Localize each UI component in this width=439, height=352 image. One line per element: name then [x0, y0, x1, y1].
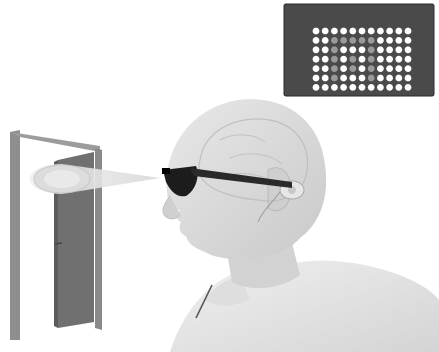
phosphene-dot [359, 37, 366, 44]
glasses-camera [162, 168, 170, 174]
phosphene-dot [349, 84, 356, 91]
phosphene-panel [284, 4, 434, 96]
phosphene-dot [340, 46, 347, 53]
phosphene-dot [386, 28, 393, 35]
phosphene-dot [349, 65, 356, 72]
phosphene-dot [359, 56, 366, 63]
phosphene-dot [395, 84, 402, 91]
door-frame [10, 130, 20, 340]
phosphene-dot [395, 65, 402, 72]
phosphene-dot [322, 28, 329, 35]
phosphene-dot [313, 46, 320, 53]
phosphene-dot [405, 46, 412, 53]
phosphene-dot [395, 75, 402, 82]
phosphene-dot [313, 56, 320, 63]
phosphene-dot [349, 75, 356, 82]
phosphene-dot [405, 65, 412, 72]
phosphene-dot [313, 65, 320, 72]
phosphene-dot [377, 46, 384, 53]
door-frame-top [10, 132, 100, 152]
phosphene-dot [313, 75, 320, 82]
phosphene-dot [340, 84, 347, 91]
phosphene-dot [405, 28, 412, 35]
phosphene-dot [340, 65, 347, 72]
phosphene-dot [386, 56, 393, 63]
phosphene-dot [386, 84, 393, 91]
shirt [170, 261, 439, 352]
phosphene-dot [386, 46, 393, 53]
phosphene-dot [368, 56, 375, 63]
phosphene-dot [313, 28, 320, 35]
phosphene-dot [405, 84, 412, 91]
phosphene-dot [322, 65, 329, 72]
phosphene-dot [340, 75, 347, 82]
phosphene-dot [349, 28, 356, 35]
phosphene-dot [359, 65, 366, 72]
phosphene-dot [395, 46, 402, 53]
phosphene-dot [340, 37, 347, 44]
phosphene-dot [368, 84, 375, 91]
phosphene-dot [359, 75, 366, 82]
phosphene-dot [340, 28, 347, 35]
phosphene-dot [322, 37, 329, 44]
phosphene-dot [349, 56, 356, 63]
phosphene-dot [405, 56, 412, 63]
phosphene-dot [395, 28, 402, 35]
phosphene-dot [368, 75, 375, 82]
phosphene-dot [377, 65, 384, 72]
phosphene-dot [377, 84, 384, 91]
phosphene-dot [368, 28, 375, 35]
phosphene-dot [322, 56, 329, 63]
phosphene-dot [395, 56, 402, 63]
phosphene-dot [331, 37, 338, 44]
phosphene-dot [349, 37, 356, 44]
phosphene-dot [395, 37, 402, 44]
phosphene-dot [331, 46, 338, 53]
phosphene-dot [331, 84, 338, 91]
phosphene-dot [359, 84, 366, 91]
phosphene-dot [405, 37, 412, 44]
phosphene-dot [331, 75, 338, 82]
phosphene-dot [377, 37, 384, 44]
phosphene-dot [322, 75, 329, 82]
phosphene-dot [313, 84, 320, 91]
phosphene-dot [368, 46, 375, 53]
phosphene-dot [377, 75, 384, 82]
phosphene-dot [377, 28, 384, 35]
phosphene-dot [386, 65, 393, 72]
phosphene-dot [313, 37, 320, 44]
phosphene-dot [340, 56, 347, 63]
beam-cone-icon [30, 164, 160, 194]
phosphene-dot [322, 46, 329, 53]
phosphene-dot [386, 37, 393, 44]
phosphene-dot [386, 75, 393, 82]
phosphene-dot [349, 46, 356, 53]
phosphene-dot [331, 65, 338, 72]
phosphene-dot [368, 65, 375, 72]
phosphene-dot [377, 56, 384, 63]
phosphene-dot [331, 56, 338, 63]
phosphene-dot [322, 84, 329, 91]
phosphene-dot [405, 75, 412, 82]
door-icon [10, 130, 102, 340]
phosphene-dot [368, 37, 375, 44]
door-knob [55, 243, 62, 244]
phosphene-dot [359, 46, 366, 53]
phosphene-dot [359, 28, 366, 35]
head-profile-icon [163, 99, 439, 352]
phosphene-dot [331, 28, 338, 35]
